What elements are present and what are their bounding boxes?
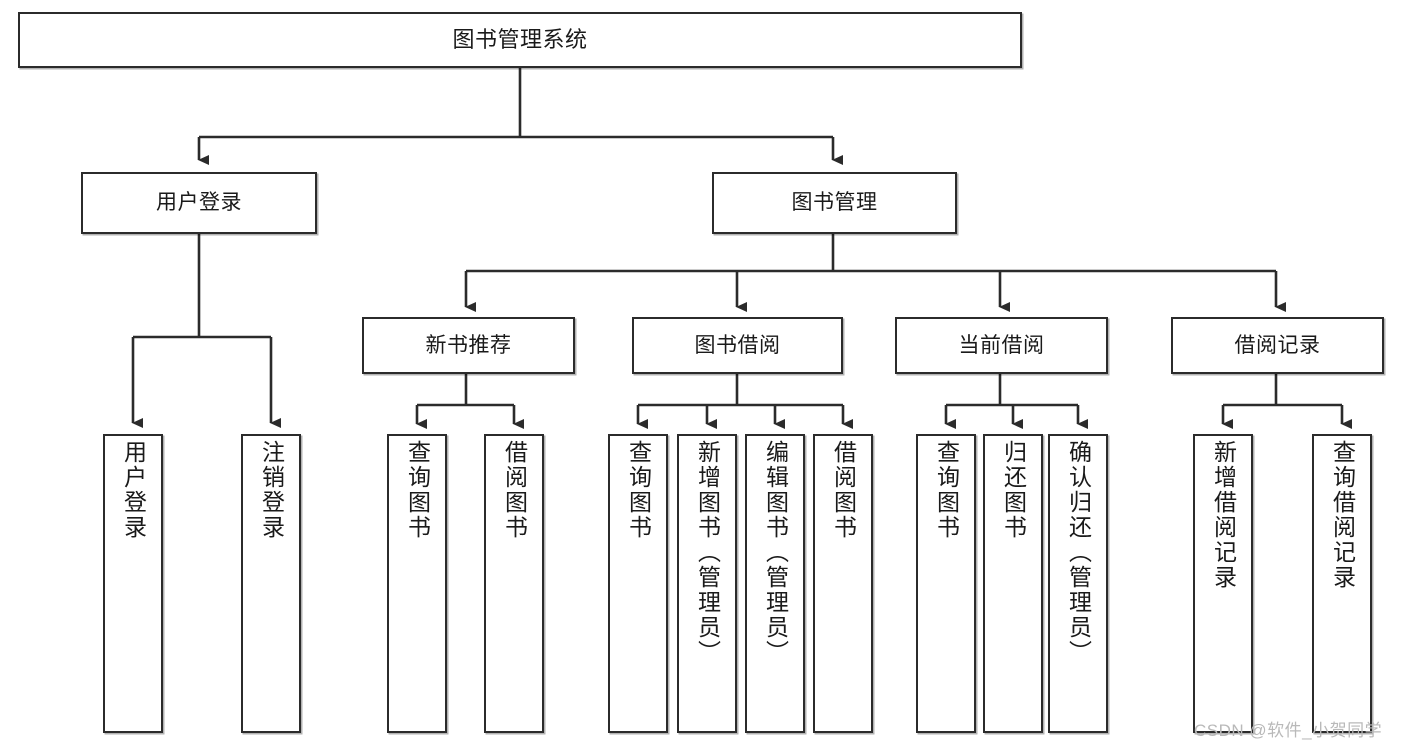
leaf-edit-book-admin[interactable]: 编辑图书（管理员） <box>745 434 805 733</box>
leaf-add-borrow-record[interactable]: 新增借阅记录 <box>1193 434 1253 733</box>
leaf-query-borrow-record-label: 查询借阅记录 <box>1329 440 1356 590</box>
leaf-borrow-book-recommend[interactable]: 借阅图书 <box>484 434 544 733</box>
watermark: CSDN @软件_小贺同学 <box>1194 721 1383 740</box>
leaf-query-book-current[interactable]: 查询图书 <box>916 434 976 733</box>
leaf-return-book-label: 归还图书 <box>1000 440 1027 540</box>
node-user-login-label: 用户登录 <box>156 191 242 215</box>
node-new-book-recommend-label: 新书推荐 <box>425 333 512 357</box>
node-current-borrow-label: 当前借阅 <box>958 333 1045 357</box>
leaf-query-book-recommend-label: 查询图书 <box>404 440 431 540</box>
leaf-add-book-admin-label: 新增图书（管理员） <box>694 440 721 665</box>
leaf-edit-book-admin-label: 编辑图书（管理员） <box>762 440 789 665</box>
leaf-query-book-recommend[interactable]: 查询图书 <box>387 434 447 733</box>
node-borrow-record[interactable]: 借阅记录 <box>1171 317 1384 374</box>
node-book-management-label: 图书管理 <box>791 191 878 215</box>
node-borrow-record-label: 借阅记录 <box>1234 333 1321 357</box>
leaf-confirm-return-admin-label: 确认归还（管理员） <box>1065 440 1092 665</box>
node-root[interactable]: 图书管理系统 <box>18 12 1022 68</box>
node-user-login[interactable]: 用户登录 <box>81 172 317 234</box>
leaf-query-book-borrow[interactable]: 查询图书 <box>608 434 668 733</box>
leaf-query-book-current-label: 查询图书 <box>933 440 960 540</box>
leaf-logout-label: 注销登录 <box>258 440 285 540</box>
leaf-return-book[interactable]: 归还图书 <box>983 434 1043 733</box>
node-book-borrow[interactable]: 图书借阅 <box>632 317 843 374</box>
leaf-add-borrow-record-label: 新增借阅记录 <box>1210 440 1237 590</box>
leaf-query-borrow-record[interactable]: 查询借阅记录 <box>1312 434 1372 733</box>
leaf-logout[interactable]: 注销登录 <box>241 434 301 733</box>
leaf-confirm-return-admin[interactable]: 确认归还（管理员） <box>1048 434 1108 733</box>
node-root-label: 图书管理系统 <box>452 26 588 52</box>
leaf-borrow-book-recommend-label: 借阅图书 <box>501 440 528 540</box>
leaf-user-login[interactable]: 用户登录 <box>103 434 163 733</box>
node-current-borrow[interactable]: 当前借阅 <box>895 317 1108 374</box>
leaf-borrow-book[interactable]: 借阅图书 <box>813 434 873 733</box>
node-book-management[interactable]: 图书管理 <box>712 172 957 234</box>
node-new-book-recommend[interactable]: 新书推荐 <box>362 317 575 374</box>
leaf-query-book-borrow-label: 查询图书 <box>625 440 652 540</box>
leaf-user-login-label: 用户登录 <box>120 440 147 540</box>
leaf-borrow-book-label: 借阅图书 <box>830 440 857 540</box>
node-book-borrow-label: 图书借阅 <box>694 333 781 357</box>
leaf-add-book-admin[interactable]: 新增图书（管理员） <box>677 434 737 733</box>
